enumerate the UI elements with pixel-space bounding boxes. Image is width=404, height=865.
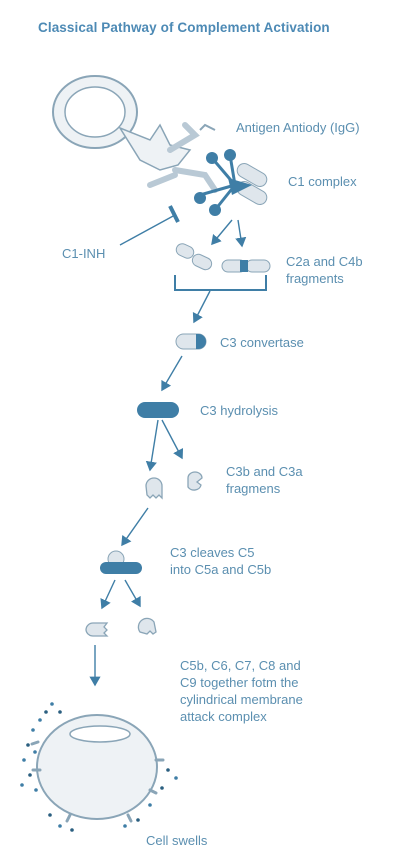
antibody-igg <box>147 122 218 193</box>
swollen-cell <box>20 702 178 832</box>
c2a-c4b-fragments <box>175 243 271 273</box>
arrow-to-c3a <box>161 419 184 460</box>
label-c3b-c3a-line1: C3b and C3a <box>226 464 303 479</box>
label-mac-line4: attack complex <box>180 709 267 724</box>
diagram-title: Classical Pathway of Complement Activati… <box>38 20 330 35</box>
arrow-to-c3b <box>145 419 159 472</box>
label-c1-inh: C1-INH <box>62 246 106 261</box>
arrow-to-c3-hydrolysis <box>161 355 183 392</box>
label-c3-cleaves-line2: into C5a and C5b <box>170 562 272 577</box>
c1-inh-inhibition <box>119 205 180 246</box>
c5-cleavage-shape <box>100 550 142 574</box>
c5b-fragment <box>85 622 109 637</box>
c1-complex <box>194 149 268 216</box>
arrow-to-c5-cleavage <box>121 507 149 547</box>
c3b-fragment <box>145 477 163 500</box>
label-c2a-c4b-line1: C2a and C4b <box>286 254 363 269</box>
fragments-bracket <box>174 275 267 291</box>
label-mac-line3: cylindrical membrane <box>180 692 303 707</box>
label-c3b-c3a-line2: fragmens <box>226 481 281 496</box>
label-c2a-c4b-line2: fragments <box>286 271 344 286</box>
c3a-fragment <box>187 471 203 491</box>
label-antigen-antibody: Antigen Antiody (IgG) <box>236 120 360 135</box>
label-c3-cleaves-line1: C3 cleaves C5 <box>170 545 255 560</box>
c3-hydrolysis-shape <box>137 402 179 418</box>
arrow-to-c5a <box>124 579 141 608</box>
arrow-to-c5b <box>100 579 116 610</box>
c5a-fragment <box>137 617 157 635</box>
arrow-c1-to-c2a <box>235 219 247 248</box>
label-mac-line2: C9 together fotm the <box>180 675 299 690</box>
label-mac-line1: C5b, C6, C7, C8 and <box>180 658 301 673</box>
label-c3-hydrolysis: C3 hydrolysis <box>200 403 279 418</box>
label-cell-swells: Cell swells <box>146 833 208 848</box>
label-c1-complex: C1 complex <box>288 174 357 189</box>
arrow-to-c3-convertase <box>192 290 211 324</box>
antigen-cell <box>52 75 192 171</box>
c3-convertase-shape <box>175 333 207 350</box>
arrow-c1-to-c4b <box>211 219 233 246</box>
label-c3-convertase: C3 convertase <box>220 335 304 350</box>
